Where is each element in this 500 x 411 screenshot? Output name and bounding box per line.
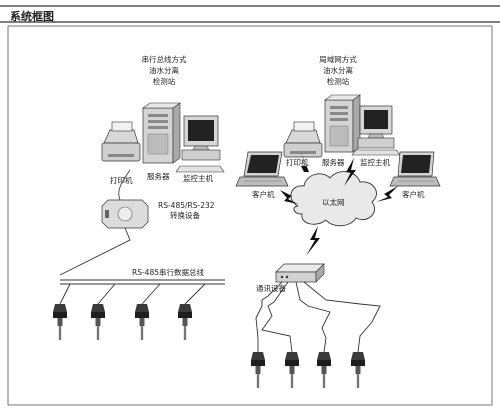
left-converter [101,199,149,229]
lightning-bolt-5 [306,226,320,256]
right-station-title-line-2: 油水分离 [323,66,353,75]
left-station-title-line-2: 油水分离 [149,66,179,75]
right-server-label: 服务器 [322,158,345,167]
right-printer-label: 打印机 [286,158,309,167]
left-drop-1 [59,283,71,305]
diagram-frame [7,25,493,406]
left-station-title-line-1: 串行总线方式 [141,55,187,64]
page-title: 系统框图 [10,10,54,23]
right-sensor-1 [251,352,265,388]
right-sensor-2 [285,352,299,388]
left-monitor-host-label: 监控主机 [183,174,213,183]
left-server [142,102,181,164]
ethernet-cloud [290,171,377,227]
left-drop-2 [97,283,116,305]
lightning-bolt-2 [344,158,356,186]
right-station-title-line-3: 检测站 [326,77,350,86]
left-printer-label: 打印机 [110,176,133,185]
left-sensor-3 [135,304,149,340]
lightning-bolt-4 [376,186,398,202]
lightning-bolt-1 [300,150,310,184]
ethernet-label: 以太网 [322,198,345,207]
right-cable-4 [303,281,381,353]
lightning-bolt-3 [280,190,298,204]
right-monitor-host [351,105,401,156]
left-sensor-2 [91,304,105,340]
converter-label: RS-485/RS-232 [158,201,215,210]
right-client-left-label: 客户机 [252,190,275,199]
comm-device [275,263,325,283]
right-client-right-label: 客户机 [402,190,425,199]
left-converter-link [59,227,131,276]
left-monitor-host [175,115,225,173]
left-station-title-line-3: 检测站 [152,77,176,86]
right-client-left-laptop [235,151,289,187]
right-client-right-laptop [389,151,441,187]
left-drop-4 [184,283,206,305]
right-station-title-line-1: 局域网方式 [319,55,357,64]
right-cable-1 [255,281,283,352]
left-drop-3 [141,283,161,305]
left-sensor-4 [178,304,192,340]
left-host-cable [118,169,131,201]
right-cable-3 [295,281,331,353]
right-sensor-4 [351,352,365,388]
converter-sub-label: 转换设备 [170,211,200,220]
right-printer [283,121,323,158]
left-server-label: 服务器 [147,172,170,181]
right-sensor-3 [317,352,331,388]
left-printer [101,121,141,162]
right-server [324,94,361,153]
left-sensor-group [53,304,192,340]
right-cable-2 [261,281,293,353]
header-bar [0,0,500,24]
left-sensor-1 [53,304,67,340]
comm-device-label: 通讯设备 [256,284,286,293]
right-monitor-host-label: 监控主机 [360,158,390,167]
bus-label: RS-485串行数据总线 [132,268,204,277]
right-sensor-group [251,352,365,388]
